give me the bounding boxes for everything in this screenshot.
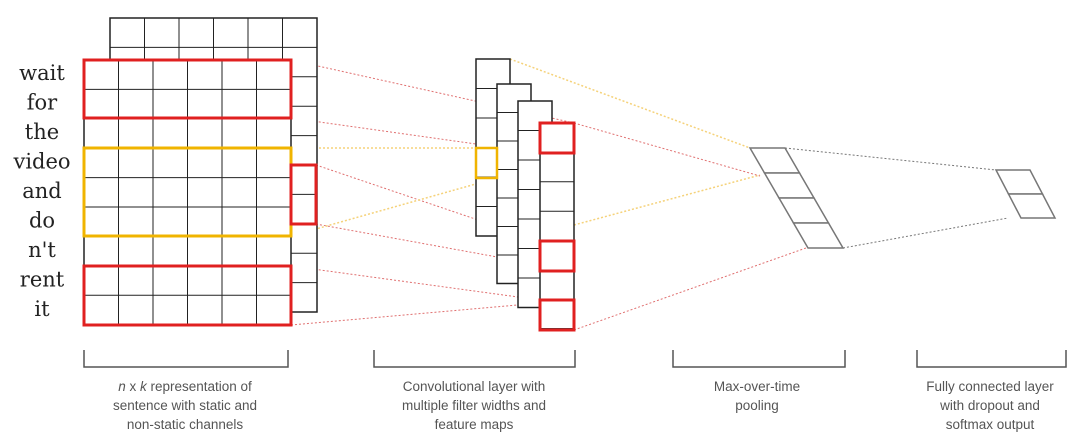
static-channel-matrix: [83, 59, 292, 326]
word-label: it: [34, 297, 50, 321]
connector-red: [290, 265, 541, 301]
caption-conv-layer-line3: feature maps: [435, 417, 514, 432]
filter-windows: [82, 58, 318, 327]
feature-cell-red-2: [538, 239, 576, 273]
caption-sentence-matrix-line2: sentence with static and: [113, 398, 257, 413]
filter-window-red-bottom: [82, 264, 293, 327]
caption-sentence-matrix-line1: n x k representation of: [118, 379, 252, 394]
connector-yellow: [509, 58, 751, 149]
connector-lines: [290, 58, 1009, 331]
output-cell: [1007, 193, 1057, 219]
feature-maps: [474, 58, 576, 332]
word-label: for: [27, 91, 58, 115]
bracket-fully-connected: [916, 350, 1067, 368]
caption-pooling-line1: Max-over-time: [714, 379, 800, 394]
output-cell: [994, 169, 1044, 195]
caption-fc-line1: Fully connected layer: [926, 379, 1054, 394]
caption-fc-line3: softmax output: [946, 417, 1035, 432]
word-label: video: [12, 150, 70, 174]
softmax-output-vector: [994, 169, 1057, 219]
caption-sentence-matrix-line3: non-static channels: [127, 417, 244, 432]
pooling-cell: [763, 172, 816, 199]
feature-cell-red-3: [538, 298, 576, 332]
filter-window-red-top: [82, 58, 293, 120]
connector-red: [573, 247, 807, 331]
caption-pooling-line2: pooling: [735, 398, 779, 413]
connector-yellow: [573, 174, 761, 226]
connector-gray: [842, 217, 1009, 249]
sentence-words: wait for the video and do n't rent it: [12, 61, 70, 321]
pooling-cell: [748, 147, 801, 174]
pooling-cell: [792, 222, 845, 249]
word-label: rent: [20, 268, 65, 292]
word-label: wait: [19, 61, 65, 85]
connector-yellow: [290, 177, 498, 237]
word-label: and: [22, 179, 62, 203]
feature-cell-yellow: [474, 146, 499, 180]
word-label: the: [25, 120, 59, 144]
filter-window-red-back: [289, 163, 318, 226]
bracket-sentence-matrix: [83, 350, 289, 368]
pooling-cell: [777, 197, 830, 224]
connector-red: [573, 122, 761, 177]
word-label: do: [29, 209, 55, 233]
bracket-pooling: [672, 350, 846, 368]
connector-gray: [784, 147, 997, 171]
max-pooling-vector: [748, 147, 845, 249]
caption-conv-layer-line2: multiple filter widths and: [402, 398, 546, 413]
caption-conv-layer-line1: Convolutional layer with: [403, 379, 546, 394]
bracket-conv-layer: [373, 350, 576, 368]
word-label: n't: [28, 238, 56, 262]
feature-cell-red-1: [538, 121, 576, 155]
section-brackets: [83, 350, 1067, 368]
caption-fc-line2: with dropout and: [939, 398, 1040, 413]
